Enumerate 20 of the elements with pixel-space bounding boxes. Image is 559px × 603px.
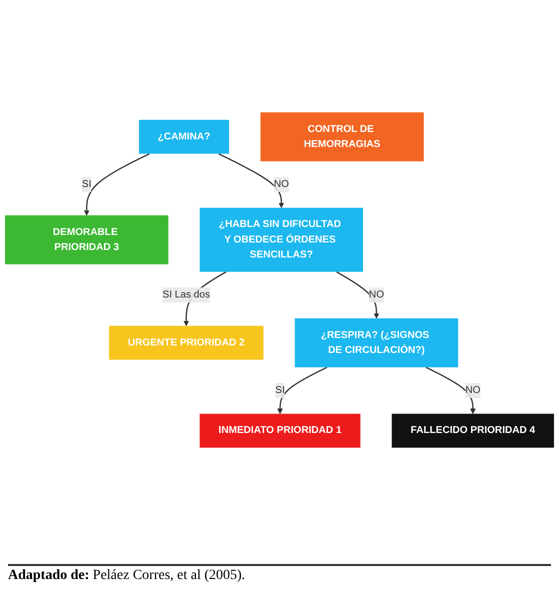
edge-label: NO [368, 289, 384, 300]
node-box: ¿CAMINA? [138, 120, 230, 154]
arrow [426, 366, 476, 414]
arrow [84, 153, 150, 216]
edge-label: NO [465, 384, 480, 396]
node-box: CONTROL DE HEMORRAGIAS [260, 112, 424, 162]
node-box: ¿RESPIRA? (¿SIGNOS DE CIRCULACIÓN?) [294, 318, 458, 368]
node-box: FALLECIDO PRIORIDAD 4 [392, 414, 554, 448]
edge-label: SI Las dos [162, 289, 210, 300]
node-box: DEMORABLE PRIORIDAD 3 [5, 215, 168, 264]
arrow [277, 366, 328, 414]
edge-label: SI [275, 384, 285, 396]
arrow [336, 271, 380, 319]
node-box: ¿HABLA SIN DIFICULTAD Y OBEDECE ÓRDENES SENCILLAS? [200, 208, 363, 272]
edge-label: NO [274, 178, 289, 190]
node-box: INMEDIATO PRIORIDAD 1 [200, 414, 360, 448]
edge-label: SI [82, 178, 92, 190]
caption: Adaptado de: Peláez Corres, et al (2005). [8, 564, 551, 584]
node-box: URGENTE PRIORIDAD 2 [109, 326, 264, 360]
arrow [218, 153, 284, 208]
